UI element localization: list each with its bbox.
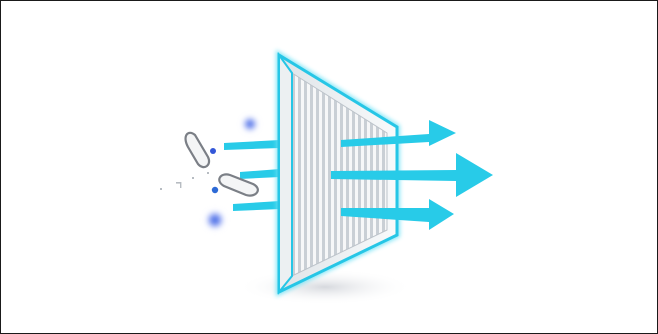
particle-icon bbox=[242, 116, 258, 132]
dust-speck-icon bbox=[176, 182, 180, 184]
particle-icon bbox=[205, 210, 225, 230]
dust-speck-icon bbox=[160, 188, 162, 190]
dust-speck-icon bbox=[192, 177, 194, 179]
dust-speck-icon bbox=[207, 172, 209, 174]
filter-shadow bbox=[237, 269, 413, 305]
filter-left-edge bbox=[279, 55, 292, 292]
particle-icon bbox=[210, 148, 216, 154]
particle-icon bbox=[212, 187, 218, 193]
bacteria-icon bbox=[186, 133, 210, 167]
dust-specks bbox=[160, 172, 209, 190]
dust-speck-icon bbox=[180, 182, 181, 188]
